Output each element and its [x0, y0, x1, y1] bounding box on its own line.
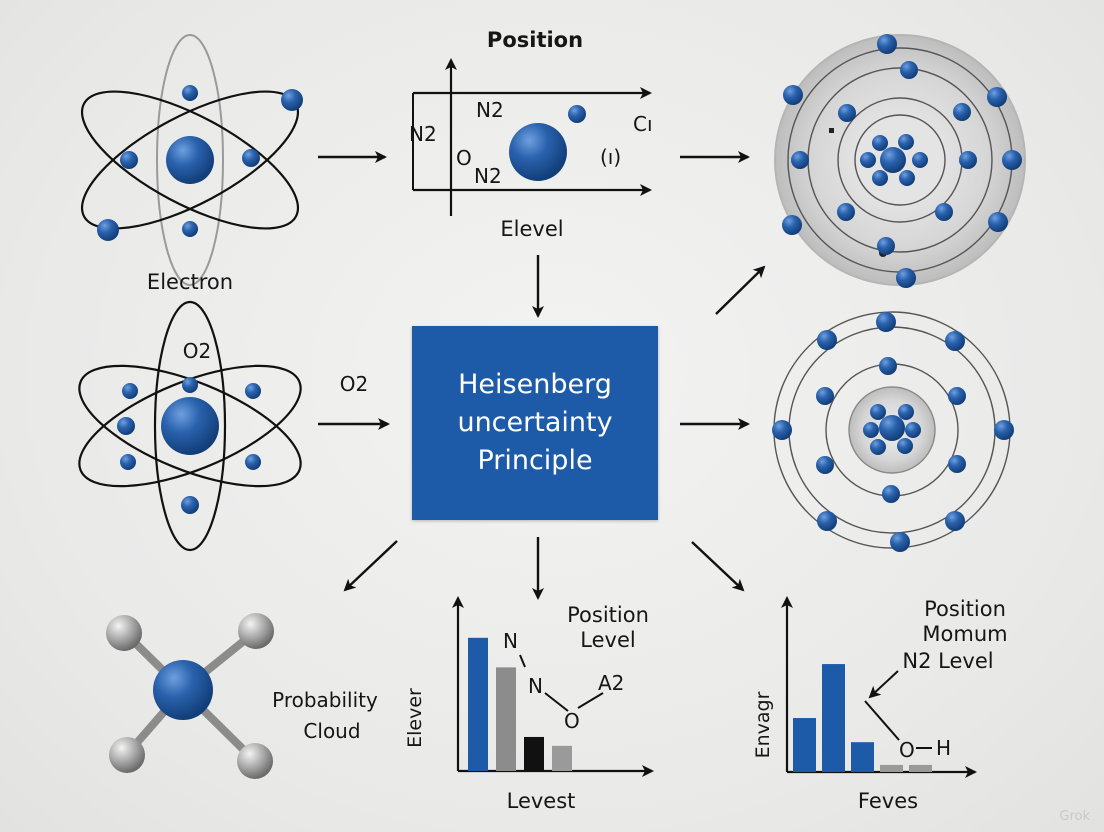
chart-left-ylabel: Elever	[404, 688, 426, 748]
electron	[120, 151, 138, 169]
electron	[245, 454, 261, 470]
n2-left-label: N2	[409, 122, 437, 146]
n2-top-label: N2	[476, 98, 504, 122]
central-concept-box: Heisenberg uncertainty Principle	[412, 326, 658, 520]
atom	[106, 615, 142, 651]
arrow-diagonal-down-right	[691, 541, 745, 592]
chart-left-bar-3	[524, 736, 544, 771]
electron	[245, 383, 261, 399]
watermark: Grok	[1059, 809, 1090, 824]
o2-atom-label: O2	[183, 339, 211, 363]
atom-o2	[78, 300, 302, 552]
chart-right-annotation-h: H	[936, 736, 951, 760]
electron	[117, 417, 135, 435]
chart-right-annotation-o: O	[899, 738, 915, 762]
arrow-diagonal-up	[715, 265, 766, 315]
electron	[120, 454, 136, 470]
chart-right-bar-2	[822, 664, 845, 772]
position-plot	[412, 58, 652, 216]
electron	[182, 221, 198, 237]
chart-left: Elever Levest N N O A2 Position Level	[404, 596, 654, 813]
molecule	[106, 613, 274, 779]
chart-right-annotation-n2level: N2 Level	[902, 649, 993, 673]
chart-left-bar-1	[468, 637, 488, 771]
chart-right-xlabel: Feves	[858, 789, 918, 813]
chart-left-annotation-o: O	[564, 709, 580, 733]
chart-right-bar-3	[851, 742, 874, 772]
atom-electron	[80, 34, 303, 286]
o-label: O	[456, 146, 472, 170]
electron	[181, 496, 199, 514]
chart-left-bars	[468, 637, 572, 771]
shell-atom-top-electrons	[782, 34, 1022, 288]
electron	[242, 149, 260, 167]
electron	[122, 383, 138, 399]
flow-arrows	[318, 151, 766, 600]
electron	[97, 219, 119, 241]
chart-right-bar-4	[880, 764, 903, 772]
chart-right: Envagr Feves Position Momum N2 Level O H	[752, 596, 1008, 813]
chart-right-bars	[793, 664, 932, 772]
electron-label: Electron	[147, 270, 233, 294]
central-title-line2: uncertainty	[457, 407, 613, 438]
chart-left-annotation-n2: N	[528, 674, 543, 698]
chart-left-annotation-level: Level	[580, 628, 635, 652]
shell-atom-bottom-electrons	[772, 312, 1014, 552]
position-title: Position	[487, 28, 583, 52]
chart-right-ylabel: Envagr	[752, 691, 774, 758]
particle	[509, 123, 567, 181]
electron	[182, 85, 198, 101]
nucleus	[166, 136, 214, 184]
chart-right-annotation-momum: Momum	[922, 622, 1007, 646]
electron	[182, 377, 198, 393]
n2-lower-label: N2	[474, 164, 502, 188]
cloud-label: Cloud	[303, 719, 360, 743]
chart-left-bar-4	[552, 745, 572, 771]
electron	[281, 89, 303, 111]
central-title-line3: Principle	[477, 445, 593, 476]
chart-right-bar-5	[909, 764, 932, 772]
nucleus	[161, 397, 219, 455]
chart-left-annotation-position: Position	[567, 603, 649, 627]
chart-right-bar-1	[793, 718, 816, 772]
atom	[237, 743, 273, 779]
particle-small	[568, 105, 586, 123]
chart-left-annotation-n1: N	[503, 629, 518, 653]
central-title-line1: Heisenberg	[458, 369, 612, 400]
elevel-label: Elevel	[500, 217, 563, 241]
paren-label: (ı)	[600, 145, 621, 169]
chart-left-xlabel: Levest	[507, 789, 576, 813]
arrow-diagonal-down-left	[343, 540, 398, 592]
chart-left-bar-2	[496, 667, 516, 771]
chart-left-annotation-a2: A2	[598, 671, 624, 695]
o2-arrow-label: O2	[340, 372, 368, 396]
center-atom	[153, 660, 213, 720]
atom	[109, 737, 145, 773]
atom	[238, 613, 274, 649]
chart-right-annotation-position: Position	[924, 597, 1006, 621]
probability-label: Probability	[272, 688, 378, 712]
c-label: Cı	[633, 112, 653, 136]
